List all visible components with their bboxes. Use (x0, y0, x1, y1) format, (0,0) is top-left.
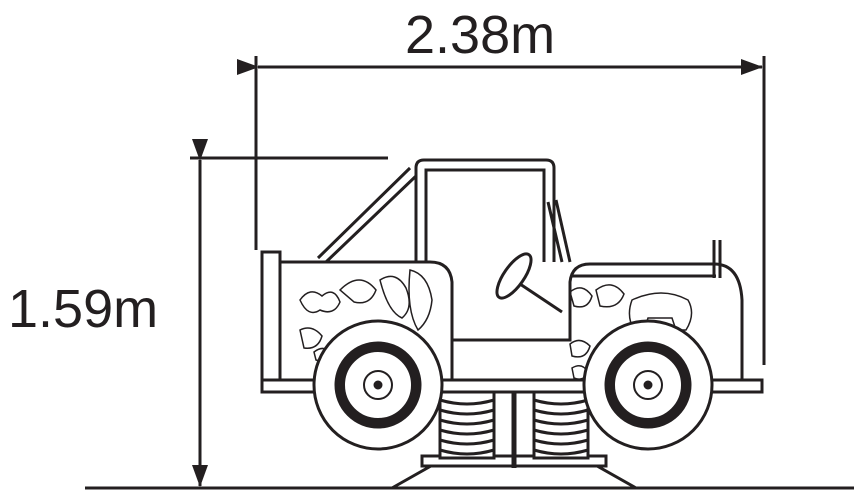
spring-coil-left (438, 390, 496, 460)
animal-decal-rear (569, 284, 693, 380)
height-dimension-label: 1.59m (8, 279, 159, 339)
roll-bar-frame (316, 158, 572, 264)
width-dimension-label: 2.38m (405, 5, 556, 65)
steering-wheel (495, 252, 563, 314)
front-wheel (312, 319, 444, 451)
spring-coil-right (532, 390, 590, 460)
rear-wheel (582, 319, 714, 451)
